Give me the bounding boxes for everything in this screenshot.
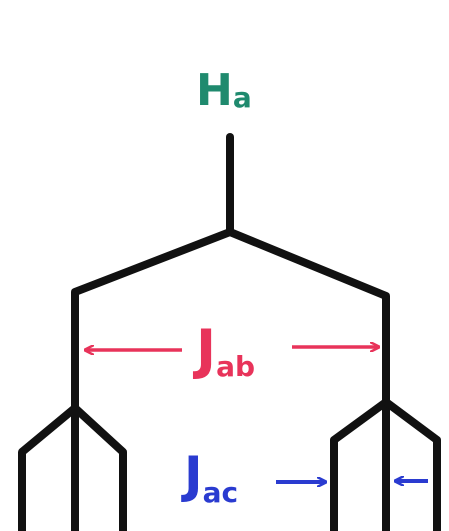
coupling-ab-label: Jab (192, 318, 255, 383)
coupling-ac-label: Jac (181, 446, 238, 509)
proton-label-sub: a (233, 81, 252, 114)
coupling-ac-main: J (181, 446, 203, 504)
coupling-ab-sub: ab (216, 350, 255, 383)
coupling-ac-sub: ac (203, 476, 239, 509)
branch-ab-left (71, 228, 234, 412)
branch-ac-left-inner (72, 405, 127, 531)
branch-ac-right-inner (383, 398, 441, 531)
proton-label-main: H (196, 65, 233, 116)
branch-ab-right (226, 228, 390, 406)
branch-ac-left-outer (18, 404, 78, 531)
coupling-ab-main: J (192, 318, 216, 381)
proton-label: Ha (196, 65, 252, 116)
branch-ac-right-outer (330, 398, 389, 531)
